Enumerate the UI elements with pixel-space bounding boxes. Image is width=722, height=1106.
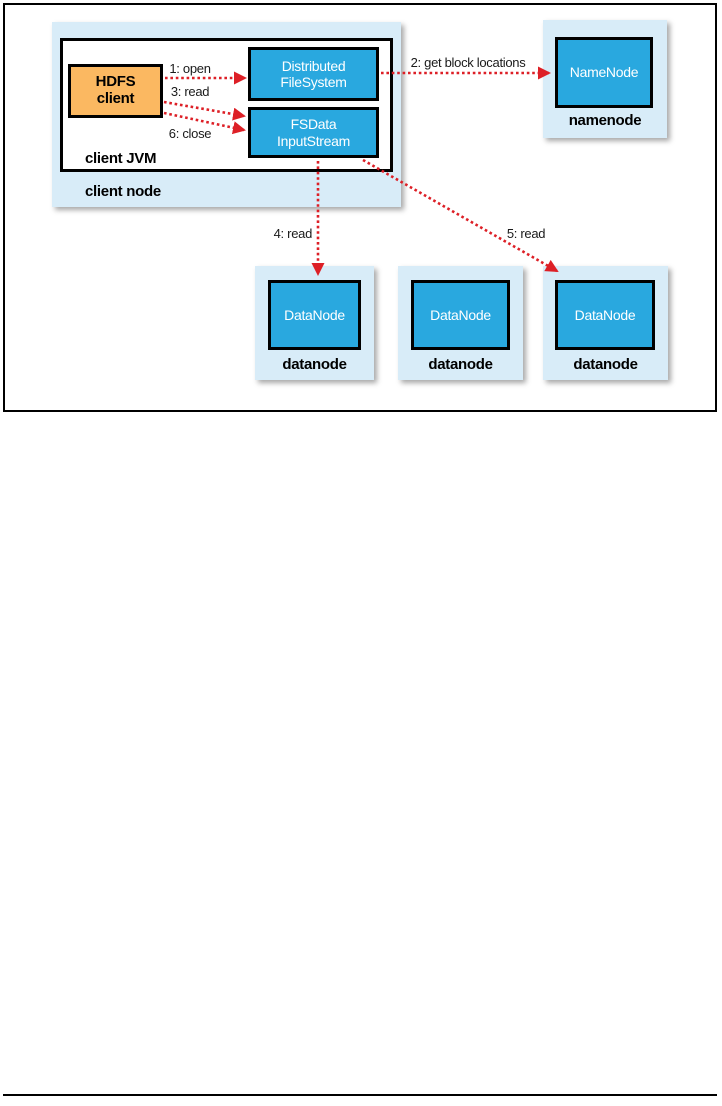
client-jvm-label: client JVM — [85, 150, 157, 167]
datanode-label-2: datanode — [428, 356, 493, 373]
arrow-open-label: 1: open — [169, 61, 211, 76]
datanode-box-1-label: DataNode — [284, 306, 345, 323]
fsdata-inputstream-label-line1: FSData — [290, 116, 337, 133]
arrow-close-label: 6: close — [168, 126, 212, 141]
datanode-box-3: DataNode — [555, 280, 655, 350]
datanode-box-2: DataNode — [411, 280, 510, 350]
distributed-filesystem-label-line1: Distributed — [281, 57, 346, 74]
datanode-label-3: datanode — [573, 356, 638, 373]
distributed-filesystem-label-line2: FileSystem — [280, 74, 347, 90]
arrow-get-block-locations-label: 2: get block locations — [410, 55, 526, 70]
datanode-box-2-label: DataNode — [430, 306, 491, 323]
namenode-label: namenode — [568, 112, 642, 129]
arrow-read-4-label: 4: read — [273, 226, 313, 241]
fsdata-inputstream-box: FSData InputStream — [248, 107, 379, 158]
namenode-box-label: NameNode — [569, 64, 639, 81]
hdfs-client-box: HDFS client — [68, 64, 163, 118]
datanode-box-3-label: DataNode — [574, 306, 636, 323]
datanode-box-1: DataNode — [268, 280, 361, 350]
fsdata-inputstream-label-line2: InputStream — [277, 132, 350, 149]
hdfs-client-label-line2: client — [96, 90, 135, 107]
distributed-filesystem-box: Distributed FileSystem — [248, 47, 379, 101]
arrow-read-3-label: 3: read — [170, 84, 210, 99]
datanode-label-1: datanode — [282, 356, 347, 373]
namenode-box: NameNode — [555, 37, 653, 108]
footer-rule — [3, 1094, 717, 1096]
client-node-label: client node — [85, 183, 161, 200]
arrow-read-5-label: 5: read — [506, 226, 546, 241]
hdfs-client-label-line1: HDFS — [95, 73, 136, 91]
